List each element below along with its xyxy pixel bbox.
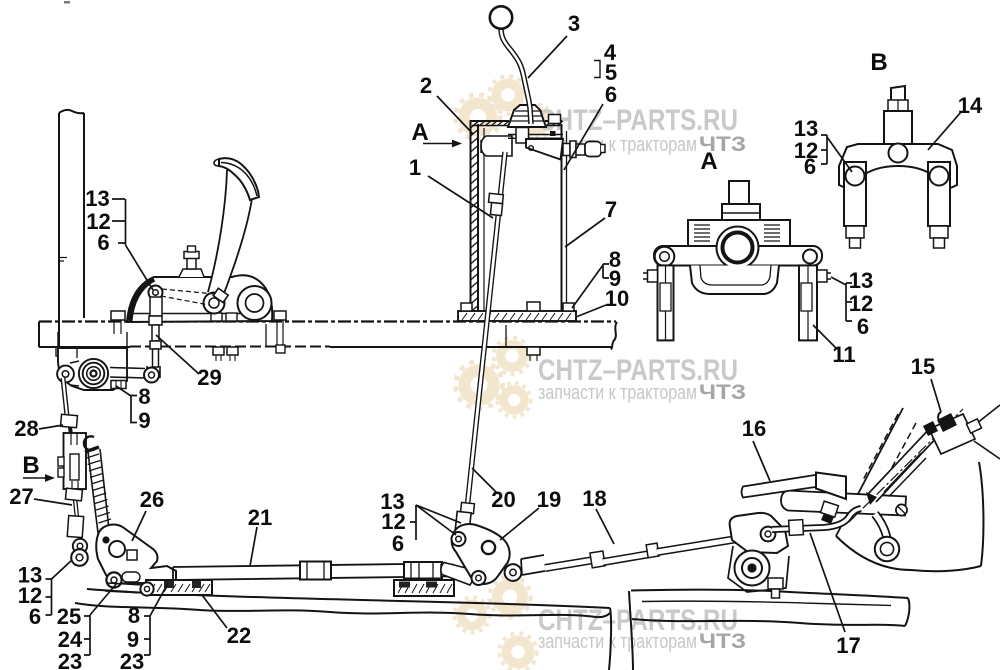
svg-text:ЧТЗ: ЧТЗ	[699, 133, 746, 156]
svg-text:13: 13	[794, 116, 818, 141]
svg-text:CHTZ–PARTS.RU: CHTZ–PARTS.RU	[538, 354, 738, 387]
svg-text:6: 6	[97, 230, 109, 255]
svg-text:6: 6	[392, 531, 404, 556]
svg-text:B: B	[22, 452, 39, 479]
svg-text:7: 7	[605, 197, 617, 222]
svg-text:13: 13	[380, 489, 404, 514]
svg-text:17: 17	[836, 633, 860, 658]
svg-text:8: 8	[128, 603, 140, 628]
svg-text:29: 29	[197, 365, 221, 390]
svg-text:22: 22	[227, 623, 251, 648]
svg-text:20: 20	[491, 487, 515, 512]
svg-text:13: 13	[85, 186, 109, 211]
svg-text:12: 12	[849, 291, 873, 316]
svg-text:A: A	[700, 148, 717, 175]
svg-text:27: 27	[9, 484, 33, 509]
svg-text:14: 14	[958, 93, 983, 118]
svg-text:6: 6	[804, 154, 816, 179]
svg-text:ЧТЗ: ЧТЗ	[699, 630, 746, 653]
svg-text:23: 23	[120, 649, 144, 670]
svg-text:9: 9	[138, 408, 150, 433]
svg-text:10: 10	[605, 286, 629, 311]
svg-text:13: 13	[18, 563, 42, 588]
svg-text:6: 6	[29, 604, 41, 629]
svg-text:23: 23	[58, 649, 82, 670]
svg-text:18: 18	[582, 486, 606, 511]
svg-text:11: 11	[832, 342, 855, 367]
svg-text:28: 28	[14, 416, 38, 441]
svg-text:21: 21	[248, 505, 272, 530]
svg-text:ЧТЗ: ЧТЗ	[699, 381, 746, 404]
svg-text:B: B	[870, 49, 887, 76]
svg-text:1: 1	[409, 155, 421, 180]
svg-text:12: 12	[86, 209, 110, 234]
svg-text:12: 12	[794, 138, 818, 163]
svg-text:8: 8	[609, 247, 621, 272]
svg-text:A: A	[411, 119, 428, 146]
svg-text:CHTZ–PARTS.RU: CHTZ–PARTS.RU	[538, 104, 738, 137]
svg-text:6: 6	[857, 314, 869, 339]
svg-text:26: 26	[140, 487, 164, 512]
svg-text:3: 3	[568, 11, 580, 36]
svg-text:9: 9	[127, 627, 139, 652]
svg-text:12: 12	[18, 583, 42, 608]
svg-text:16: 16	[742, 416, 766, 441]
svg-text:24: 24	[58, 627, 83, 652]
svg-text:запчасти к тракторам: запчасти к тракторам	[538, 382, 697, 404]
svg-text:6: 6	[605, 82, 617, 107]
svg-text:8: 8	[138, 384, 150, 409]
svg-text:запчасти к тракторам: запчасти к тракторам	[538, 631, 697, 653]
svg-text:4: 4	[604, 40, 617, 65]
svg-text:19: 19	[537, 487, 561, 512]
svg-text:9: 9	[609, 266, 621, 291]
svg-text:13: 13	[849, 268, 873, 293]
svg-text:25: 25	[57, 604, 81, 629]
svg-text:5: 5	[605, 60, 617, 85]
svg-text:15: 15	[911, 354, 935, 379]
svg-text:2: 2	[420, 73, 432, 98]
svg-text:12: 12	[381, 509, 405, 534]
